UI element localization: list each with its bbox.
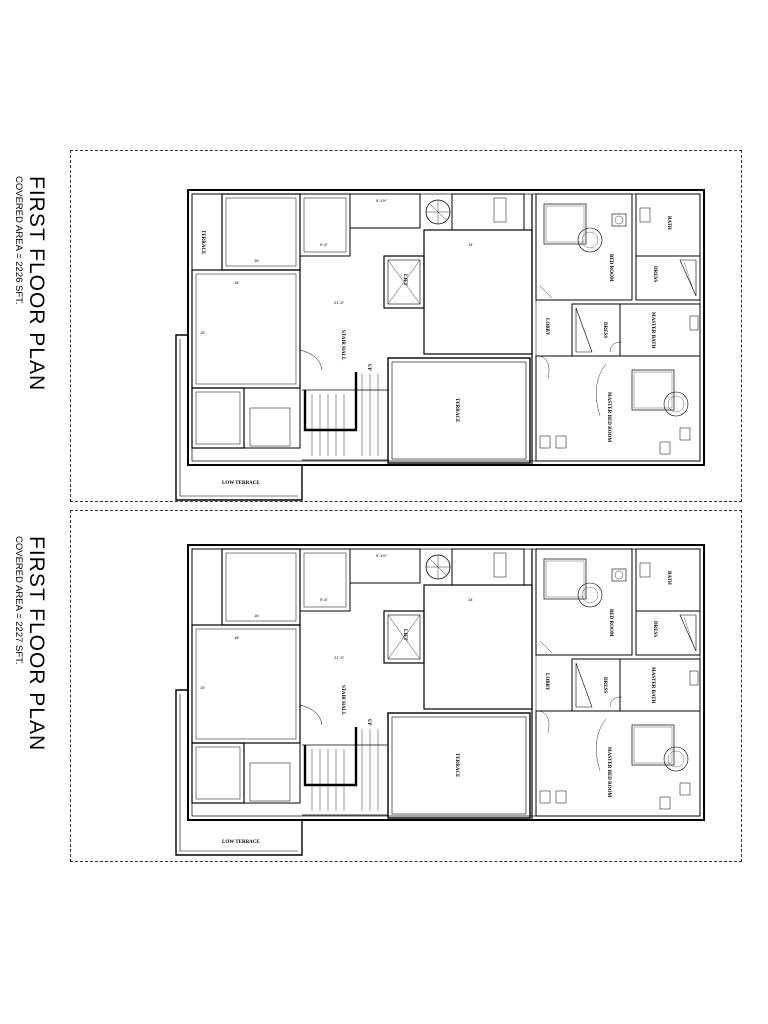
room-label-bath: BATH: [666, 216, 671, 230]
room-label-terrace: TERRACE: [454, 753, 459, 778]
room-label-terrace: TERRACE: [454, 398, 459, 423]
room-label-master-bed-room: MASTER BED ROOM: [606, 392, 611, 443]
floor-plan-upper: TERRACE STAIR HALL LIFT TERRACE LOW TERR…: [174, 188, 706, 502]
stair-up-label: UP: [366, 719, 371, 726]
room-label-lobby: LOBBY: [544, 318, 549, 336]
room-label-low-terrace: LOW TERRACE: [222, 481, 260, 486]
room-label-lobby: LOBBY: [544, 673, 549, 691]
floor-plan-lower: STAIR HALL LIFT TERRACE LOW TERRACE LOBB…: [174, 543, 706, 857]
room-label-bath: BATH: [666, 571, 671, 585]
room-label-bed-room: BED ROOM: [608, 254, 613, 282]
stair-up-label: UP: [366, 364, 371, 371]
room-label-low-terrace: LOW TERRACE: [222, 840, 260, 845]
room-label-dress-1: DRESS: [652, 621, 657, 637]
room-label-bed-room: BED ROOM: [608, 609, 613, 637]
room-label-lift: LIFT: [402, 629, 407, 641]
room-label-stair-hall: STAIR HALL: [340, 685, 345, 716]
room-label-dress-1: DRESS: [652, 266, 657, 282]
room-label-stair-hall: STAIR HALL: [340, 330, 345, 361]
sheet-frame-lower: [70, 510, 742, 862]
room-label-master-bath: MASTER BATH: [650, 312, 655, 349]
room-label-dress-2: DRESS: [602, 322, 607, 338]
room-label-terrace-small: TERRACE: [200, 230, 205, 255]
room-label-lift: LIFT: [402, 274, 407, 286]
room-label-master-bath: MASTER BATH: [650, 667, 655, 704]
room-label-dress-2: DRESS: [602, 677, 607, 693]
room-label-master-bed-room: MASTER BED ROOM: [606, 747, 611, 798]
sheet-frame-upper: [70, 150, 742, 502]
